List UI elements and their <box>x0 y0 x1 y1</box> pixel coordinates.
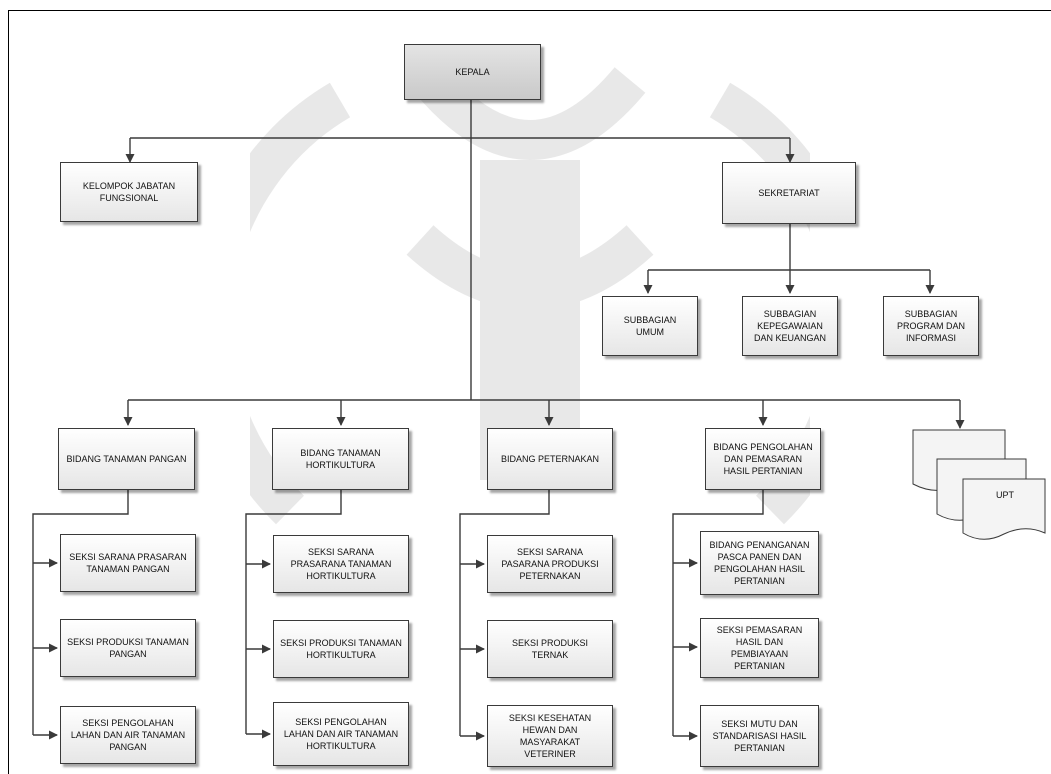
node-subbag-umum-label: SUBBAGIAN UMUM <box>623 314 677 337</box>
node-subbagian-kepegawaian: SUBBAGIAN KEPEGAWAIAN DAN KEUANGAN <box>742 296 838 356</box>
node-bidang-tanaman-pangan: BIDANG TANAMAN PANGAN <box>58 428 195 490</box>
node-subbagian-program: SUBBAGIAN PROGRAM DAN INFORMASI <box>883 296 979 356</box>
node-seksi-ternak-2: SEKSI PRODUKSI TERNAK <box>487 620 613 678</box>
node-sekretariat-label: SEKRETARIAT <box>758 187 820 198</box>
node-upt-label: UPT <box>996 490 1014 500</box>
node-seksi-ternak-3-label: SEKSI KESEHATAN HEWAN DAN MASYARAKAT VET… <box>508 712 592 760</box>
node-seksi-olah-3-label: SEKSI MUTU DAN STANDARISASI HASIL PERTAN… <box>712 718 807 754</box>
node-seksi-horti-1: SEKSI SARANA PRASARANA TANAMAN HORTIKULT… <box>273 535 409 593</box>
node-seksi-ternak-1: SEKSI SARANA PASARANA PRODUKSI PETERNAKA… <box>487 535 613 593</box>
connector-pangan-spine <box>32 490 129 735</box>
node-seksi-ternak-1-label: SEKSI SARANA PASARANA PRODUKSI PETERNAKA… <box>501 546 599 582</box>
node-seksi-pangan-1-label: SEKSI SARANA PRASARAN TANAMAN PANGAN <box>69 551 187 574</box>
node-bidang-pangan-label: BIDANG TANAMAN PANGAN <box>66 453 187 464</box>
node-seksi-horti-2: SEKSI PRODUKSI TANAMAN HORTIKULTURA <box>273 620 409 678</box>
node-seksi-ternak-2-label: SEKSI PRODUKSI TERNAK <box>511 637 589 660</box>
university-seal-watermark <box>250 66 810 525</box>
node-seksi-pangan-3-label: SEKSI PENGOLAHAN LAHAN DAN AIR TANAMAN P… <box>70 717 186 753</box>
node-seksi-horti-1-label: SEKSI SARANA PRASARANA TANAMAN HORTIKULT… <box>290 546 392 582</box>
upt-document-front <box>962 478 1046 540</box>
node-bidang-peternakan: BIDANG PETERNAKAN <box>487 428 613 490</box>
node-seksi-olah-2-label: SEKSI PEMASARAN HASIL DAN PEMBIAYAAN PER… <box>716 624 803 672</box>
node-kepala: KEPALA <box>404 44 541 100</box>
node-subbag-kepegawaian-label: SUBBAGIAN KEPEGAWAIAN DAN KEUANGAN <box>753 308 826 344</box>
frame-left-line <box>8 10 9 774</box>
node-bidang-pengolahan-label: BIDANG PENGOLAHAN DAN PEMASARAN HASIL PE… <box>713 441 813 477</box>
node-bidang-hortikultura: BIDANG TANAMAN HORTIKULTURA <box>272 428 409 490</box>
node-seksi-olah-2: SEKSI PEMASARAN HASIL DAN PEMBIAYAAN PER… <box>700 618 819 678</box>
node-bidang-pengolahan: BIDANG PENGOLAHAN DAN PEMASARAN HASIL PE… <box>705 428 821 490</box>
node-sekretariat: SEKRETARIAT <box>722 162 856 224</box>
frame-top-line <box>8 10 1051 11</box>
node-seksi-olah-3: SEKSI MUTU DAN STANDARISASI HASIL PERTAN… <box>700 705 819 767</box>
node-seksi-ternak-3: SEKSI KESEHATAN HEWAN DAN MASYARAKAT VET… <box>487 705 613 767</box>
node-seksi-horti-3-label: SEKSI PENGOLAHAN LAHAN DAN AIR TANAMAN H… <box>283 716 399 752</box>
node-subbag-program-label: SUBBAGIAN PROGRAM DAN INFORMASI <box>896 308 965 344</box>
node-bidang-horti-label: BIDANG TANAMAN HORTIKULTURA <box>300 447 381 470</box>
node-seksi-olah-1: BIDANG PENANGANAN PASCA PANEN DAN PENGOL… <box>700 531 819 595</box>
node-kepala-label: KEPALA <box>455 66 490 77</box>
node-seksi-pangan-3: SEKSI PENGOLAHAN LAHAN DAN AIR TANAMAN P… <box>60 706 196 764</box>
node-seksi-pangan-2: SEKSI PRODUKSI TANAMAN PANGAN <box>60 619 196 677</box>
node-kelompok-jabatan-fungsional: KELOMPOK JABATAN FUNGSIONAL <box>60 162 198 222</box>
node-subbagian-umum: SUBBAGIAN UMUM <box>602 296 698 356</box>
node-bidang-peternakan-label: BIDANG PETERNAKAN <box>500 453 600 464</box>
connector-ternak-spine <box>459 490 550 736</box>
node-seksi-pangan-1: SEKSI SARANA PRASARAN TANAMAN PANGAN <box>60 534 196 592</box>
node-seksi-olah-1-label: BIDANG PENANGANAN PASCA PANEN DAN PENGOL… <box>709 539 810 587</box>
node-kelompok-label: KELOMPOK JABATAN FUNGSIONAL <box>82 180 176 203</box>
node-seksi-horti-2-label: SEKSI PRODUKSI TANAMAN HORTIKULTURA <box>280 637 402 660</box>
connector-olah-spine <box>672 490 764 736</box>
node-seksi-horti-3: SEKSI PENGOLAHAN LAHAN DAN AIR TANAMAN H… <box>273 702 409 766</box>
node-seksi-pangan-2-label: SEKSI PRODUKSI TANAMAN PANGAN <box>67 636 189 659</box>
connector-horti-spine <box>245 490 342 734</box>
